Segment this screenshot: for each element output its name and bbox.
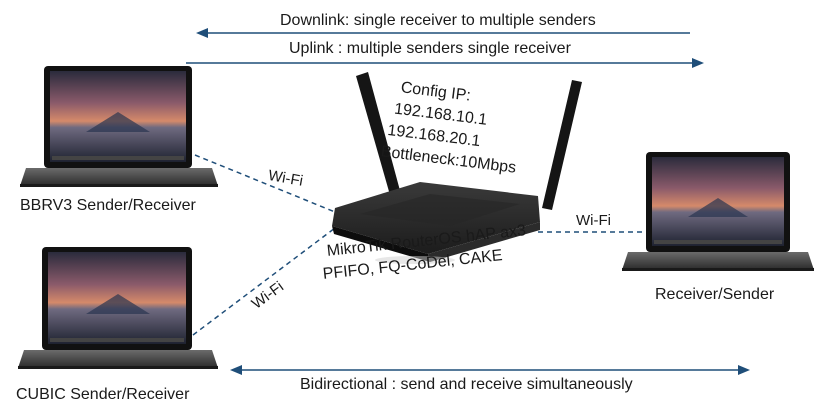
uplink-arrow-icon xyxy=(186,58,704,68)
laptop-cubic-icon xyxy=(18,247,218,369)
receiver-label: Receiver/Sender xyxy=(655,286,775,303)
bidirectional-label: Bidirectional : send and receive simulta… xyxy=(300,376,633,393)
cubic-label: CUBIC Sender/Receiver xyxy=(16,386,190,403)
wifi-link-top xyxy=(194,154,336,213)
router-config: Config IP: 192.168.10.1 192.168.20.1 Bot… xyxy=(380,78,527,177)
bbrv3-label: BBRV3 Sender/Receiver xyxy=(20,197,196,214)
downlink-label: Downlink: single receiver to multiple se… xyxy=(280,12,596,29)
uplink-label: Uplink : multiple senders single receive… xyxy=(289,40,571,57)
laptop-bbrv3-icon xyxy=(20,66,218,187)
laptop-receiver-icon xyxy=(622,152,814,271)
router-icon xyxy=(332,72,582,264)
wifi-link-bottom xyxy=(192,227,336,336)
downlink-arrow-icon xyxy=(196,28,690,38)
bidirectional-arrow-icon xyxy=(230,365,750,375)
wifi-label-right: Wi-Fi xyxy=(576,212,611,229)
